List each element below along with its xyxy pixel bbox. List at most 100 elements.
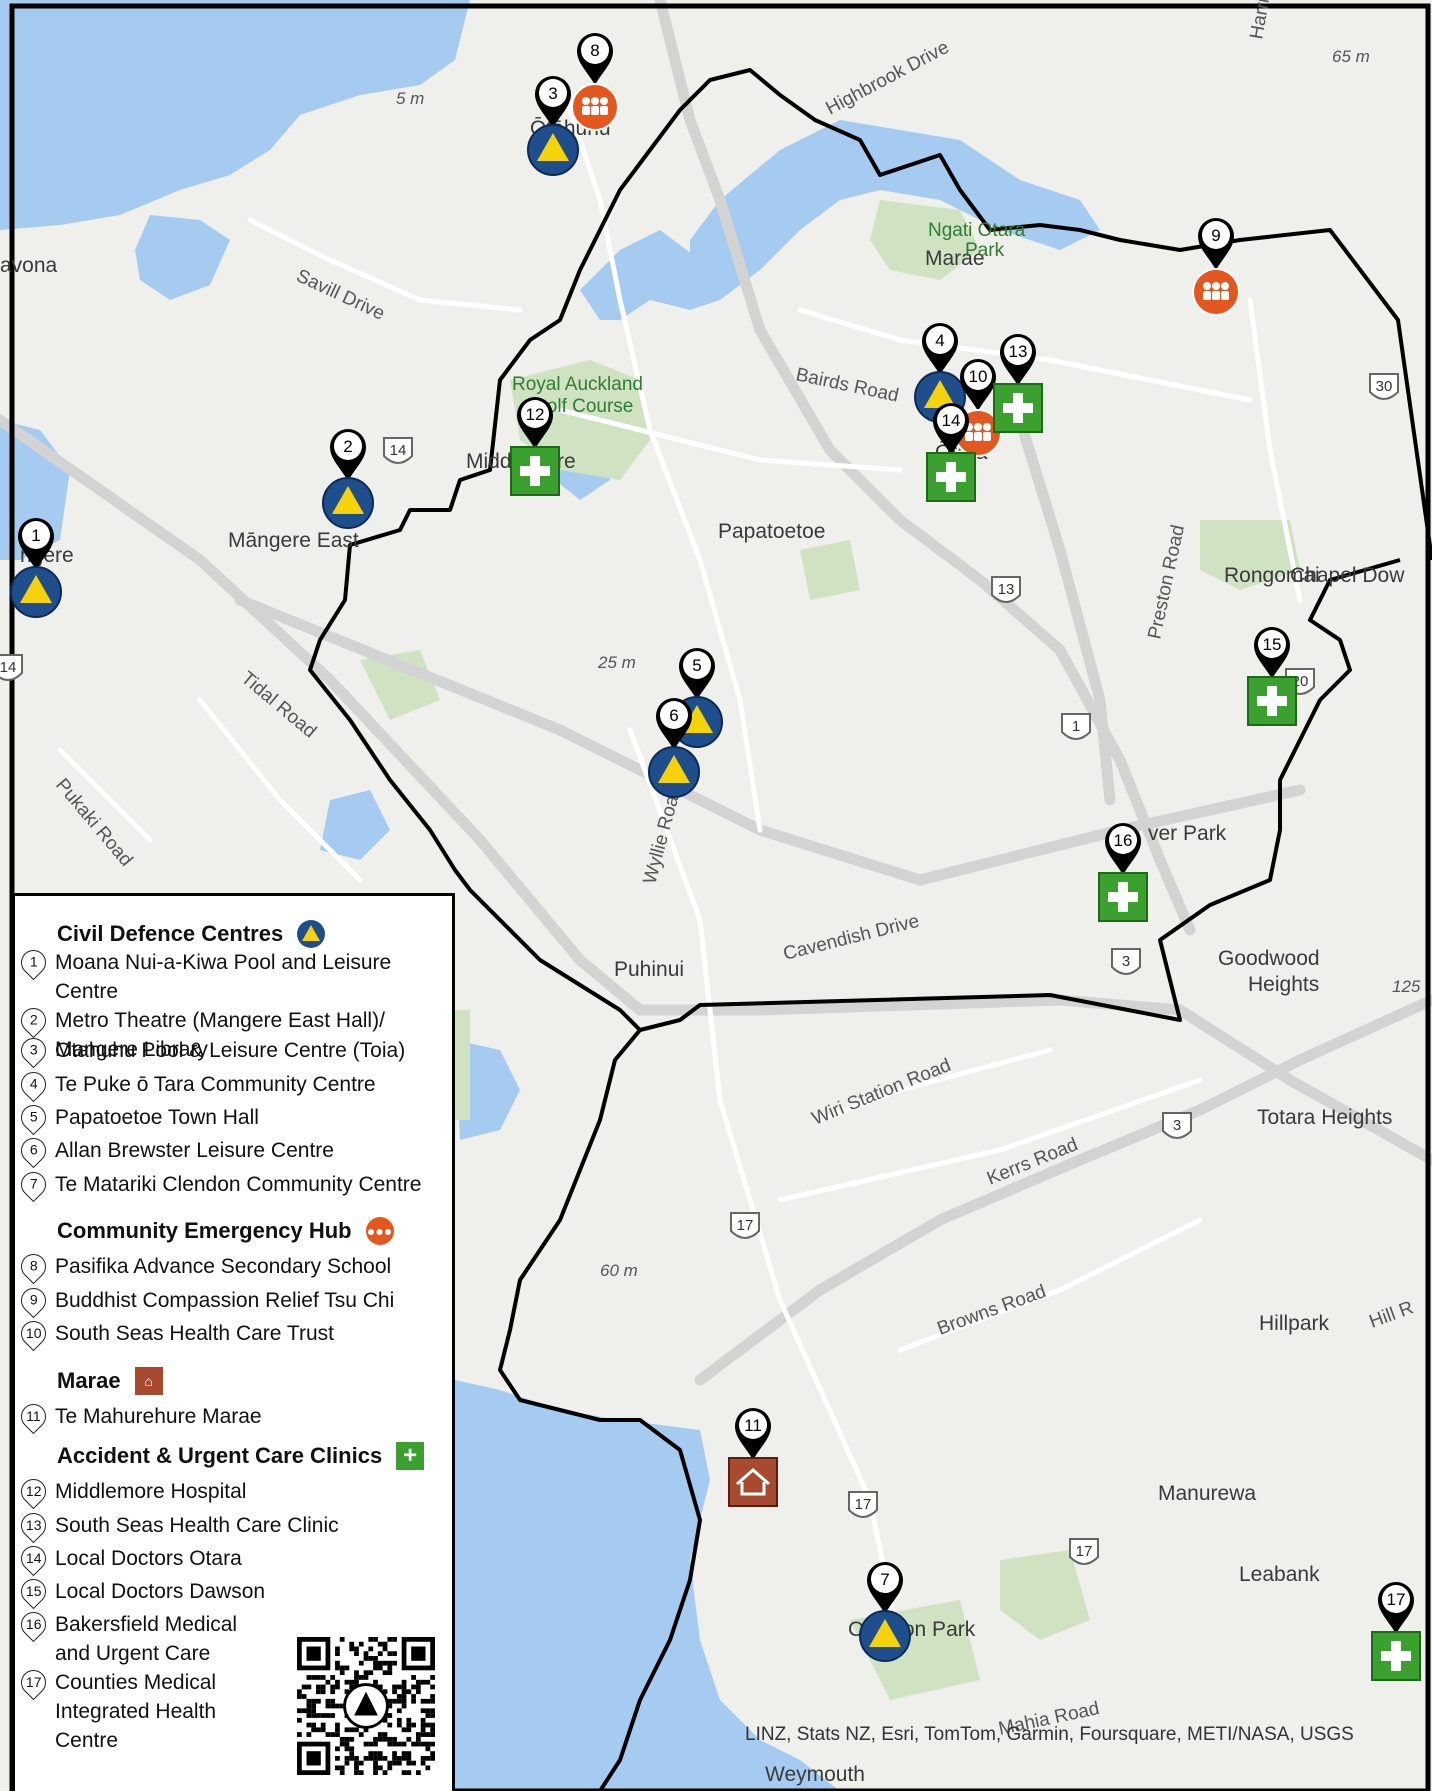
legend-section-label: Community Emergency Hub [57, 1218, 352, 1243]
water-body [580, 230, 700, 320]
legend-item-label: Otahuhu Pool & Leisure Centre (Toia) [55, 1039, 406, 1062]
clinic-icon [993, 383, 1043, 433]
community-hub-icon: ●●● [365, 1217, 394, 1245]
legend-number-pin: 17 [15, 1664, 52, 1701]
svg-text:1: 1 [1072, 718, 1080, 735]
route-shield: 13 [991, 576, 1021, 603]
route-shield: 17 [730, 1212, 760, 1239]
legend-number-pin: 2 [15, 1002, 52, 1039]
park-area [870, 200, 980, 280]
route-shield: 3 [1111, 948, 1141, 975]
marker-civil-defence-3[interactable]: 3 [527, 76, 579, 176]
legend-item-label: South Seas Health Care Trust [55, 1322, 334, 1345]
water-body [455, 1380, 840, 1791]
marker-number: 15 [1263, 635, 1282, 654]
marker-marae-11[interactable]: 11 [728, 1408, 778, 1507]
water-body [0, 0, 470, 230]
legend-item-label: Middlemore Hospital [55, 1480, 247, 1503]
svg-text:3: 3 [1122, 953, 1130, 970]
legend-number-pin: 15 [15, 1573, 52, 1610]
marker-clinic-12[interactable]: 12 [510, 397, 560, 496]
legend-section-title: Marae⌂ [57, 1367, 163, 1395]
legend-number-pin: 13 [15, 1507, 52, 1544]
route-shield: 3 [1162, 1112, 1192, 1139]
marker-number: 14 [942, 411, 961, 430]
route-shield: 17 [848, 1491, 878, 1518]
marker-number: 16 [1114, 831, 1133, 850]
marker-clinic-16[interactable]: 16 [1098, 823, 1148, 922]
attribution-text: LINZ, Stats NZ, Esri, TomTom, Garmin, Fo… [745, 1724, 1354, 1745]
marker-civil-defence-1[interactable]: 1 [10, 518, 62, 618]
legend-section-title: Community Emergency Hub ●●● [57, 1217, 394, 1245]
marker-community-hub-9[interactable]: 9 [1192, 218, 1240, 316]
marker-number: 3 [548, 84, 557, 103]
water-body [320, 790, 390, 860]
place-label: Papatoetoe [718, 520, 825, 543]
legend-item-label: Te Puke ō Tara Community Centre [55, 1073, 376, 1096]
legend-section-label: Civil Defence Centres [57, 921, 284, 946]
svg-text:17: 17 [855, 1496, 872, 1513]
elevation-label: 65 m [1332, 47, 1370, 66]
marae-icon [728, 1457, 778, 1507]
marker-clinic-17[interactable]: 17 [1371, 1582, 1421, 1681]
marae-icon: ⌂ [134, 1367, 163, 1395]
place-label: Leabank [1239, 1563, 1320, 1586]
place-label: ver Park [1148, 822, 1227, 845]
legend-item-label: South Seas Health Care Clinic [55, 1514, 339, 1537]
place-label: Chapel Dow [1290, 564, 1405, 587]
park-label: Royal Auckland [512, 374, 643, 395]
marker-number: 12 [526, 405, 545, 424]
legend-number-pin: 5 [15, 1099, 52, 1136]
legend-number-pin: 10 [15, 1315, 52, 1352]
route-shield: 30 [1369, 373, 1399, 400]
legend-section-title: Civil Defence Centres [57, 920, 326, 948]
legend-item-label: Bakersfield Medical and Urgent Care [55, 1613, 238, 1665]
elevation-label: 5 m [396, 89, 424, 108]
marker-civil-defence-2[interactable]: 2 [322, 429, 374, 529]
legend-section-label: Accident & Urgent Care Clinics [57, 1443, 383, 1468]
marker-clinic-14[interactable]: 14 [926, 403, 976, 502]
legend-item-label: Te Mahurehure Marae [55, 1405, 262, 1428]
legend-item-label: Moana Nui-a-Kiwa Pool and Leisure Centre [55, 951, 392, 1003]
marker-number: 8 [590, 41, 599, 60]
place-label: Rongomai [1224, 564, 1320, 587]
legend-number-pin: 12 [15, 1473, 52, 1510]
route-shield: 14 [383, 437, 413, 464]
marker-community-hub-8[interactable]: 8 [571, 33, 619, 131]
legend-item-label: Local Doctors Dawson [55, 1580, 266, 1603]
elevation-label: 60 m [600, 1261, 638, 1280]
marker-clinic-15[interactable]: 15 [1247, 627, 1297, 726]
clinic-icon [1247, 676, 1297, 726]
svg-text:13: 13 [998, 581, 1015, 598]
place-label: Māngere East [228, 529, 359, 552]
route-shield: 1 [1061, 713, 1091, 740]
legend-item-label: Allan Brewster Leisure Centre [55, 1139, 334, 1162]
marker-clinic-13[interactable]: 13 [993, 334, 1043, 433]
marker-number: 9 [1211, 226, 1220, 245]
legend-number-pin: 16 [15, 1606, 52, 1643]
water-body [455, 1040, 520, 1140]
svg-text:14: 14 [390, 442, 407, 459]
marker-number: 11 [744, 1416, 762, 1435]
qr-code[interactable] [297, 1637, 435, 1775]
marker-number: 1 [31, 526, 40, 545]
place-label: Manurewa [1158, 1482, 1256, 1505]
marker-civil-defence-6[interactable]: 6 [648, 698, 700, 798]
route-shield: 14 [0, 654, 23, 681]
legend-number-pin: 7 [15, 1166, 52, 1203]
marker-civil-defence-7[interactable]: 7 [859, 1562, 911, 1662]
